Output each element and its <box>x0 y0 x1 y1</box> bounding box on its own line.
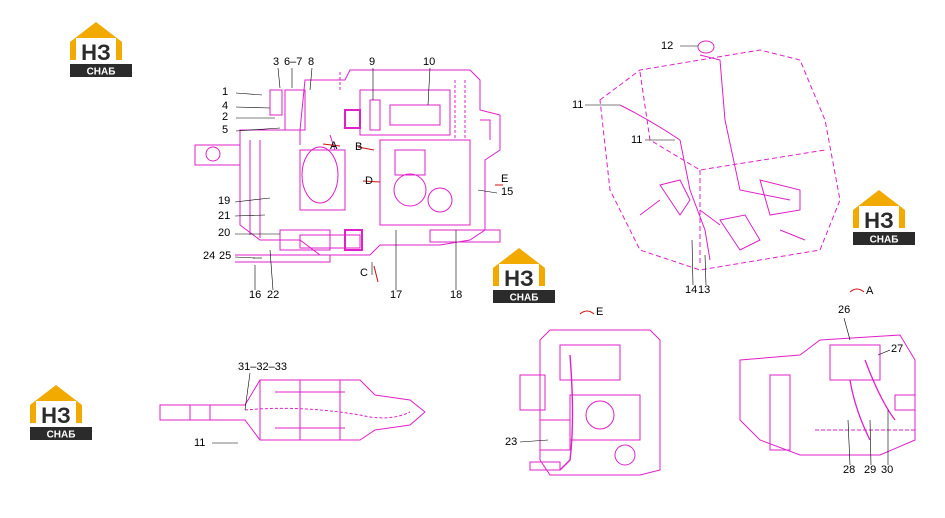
callout-17: 17 <box>390 289 403 301</box>
callout-24: 24 <box>203 250 216 262</box>
chassis-top-view <box>194 69 501 263</box>
callout-23: 23 <box>505 436 518 448</box>
engine-view-e <box>519 329 661 476</box>
callout-9: 9 <box>369 56 376 68</box>
view-label-a: A <box>330 140 338 152</box>
logo-top-left: НЗ СНАБ <box>70 20 132 78</box>
callout-26: 26 <box>838 304 851 316</box>
logo-right: НЗ СНАБ <box>853 188 915 246</box>
logo-bottom-left: НЗ СНАБ <box>30 383 92 441</box>
callout-14: 14 <box>685 284 698 296</box>
callout-11-cab-upper: 11 <box>572 99 584 111</box>
view-label-b: B <box>355 141 363 153</box>
callout-28: 28 <box>843 464 856 476</box>
view-label-d: D <box>365 175 373 187</box>
callout-2: 2 <box>222 111 229 123</box>
logo-mark: НЗ <box>864 208 894 233</box>
logo-word: СНАБ <box>47 430 76 441</box>
callout-11-boom: 11 <box>194 437 206 449</box>
view-e-title: E <box>596 306 604 318</box>
callout-12: 12 <box>661 40 674 52</box>
view-label-e: E <box>501 173 509 185</box>
callout-13: 13 <box>698 284 711 296</box>
callout-30: 30 <box>881 464 894 476</box>
callout-8: 8 <box>308 56 315 68</box>
logo-word: СНАБ <box>87 67 116 78</box>
callout-19: 19 <box>218 195 231 207</box>
callout-29: 29 <box>864 464 877 476</box>
callout-5: 5 <box>222 124 229 136</box>
callout-27: 27 <box>891 343 904 355</box>
logo-word: СНАБ <box>870 235 899 246</box>
callout-1: 1 <box>222 86 229 98</box>
callout-20: 20 <box>218 227 231 239</box>
logo-mark: НЗ <box>504 266 534 291</box>
callout-15: 15 <box>501 186 514 198</box>
callout-31-33: 31–32–33 <box>238 361 287 373</box>
boom-side-view <box>159 379 426 441</box>
cab-harness <box>619 40 806 261</box>
logo-mark: НЗ <box>81 40 111 65</box>
section-arrows <box>322 143 865 315</box>
callout-11-cab-lower: 11 <box>631 134 643 146</box>
callout-3: 3 <box>273 56 280 68</box>
callout-10: 10 <box>423 56 436 68</box>
callout-21: 21 <box>218 210 231 222</box>
logo-mark: НЗ <box>41 403 71 428</box>
cab-view <box>599 49 841 271</box>
logo-word: СНАБ <box>510 293 539 304</box>
logo-center: НЗ СНАБ <box>493 246 555 304</box>
callout-6-7: 6–7 <box>284 56 303 68</box>
frame-view-a <box>739 334 916 456</box>
callout-25: 25 <box>219 250 232 262</box>
callout-4: 4 <box>222 100 229 112</box>
callout-18: 18 <box>450 289 463 301</box>
view-label-c: C <box>360 267 368 279</box>
leader-lines <box>212 45 891 466</box>
callout-22: 22 <box>267 289 280 301</box>
callout-16: 16 <box>249 289 262 301</box>
view-a-title: A <box>866 285 874 297</box>
